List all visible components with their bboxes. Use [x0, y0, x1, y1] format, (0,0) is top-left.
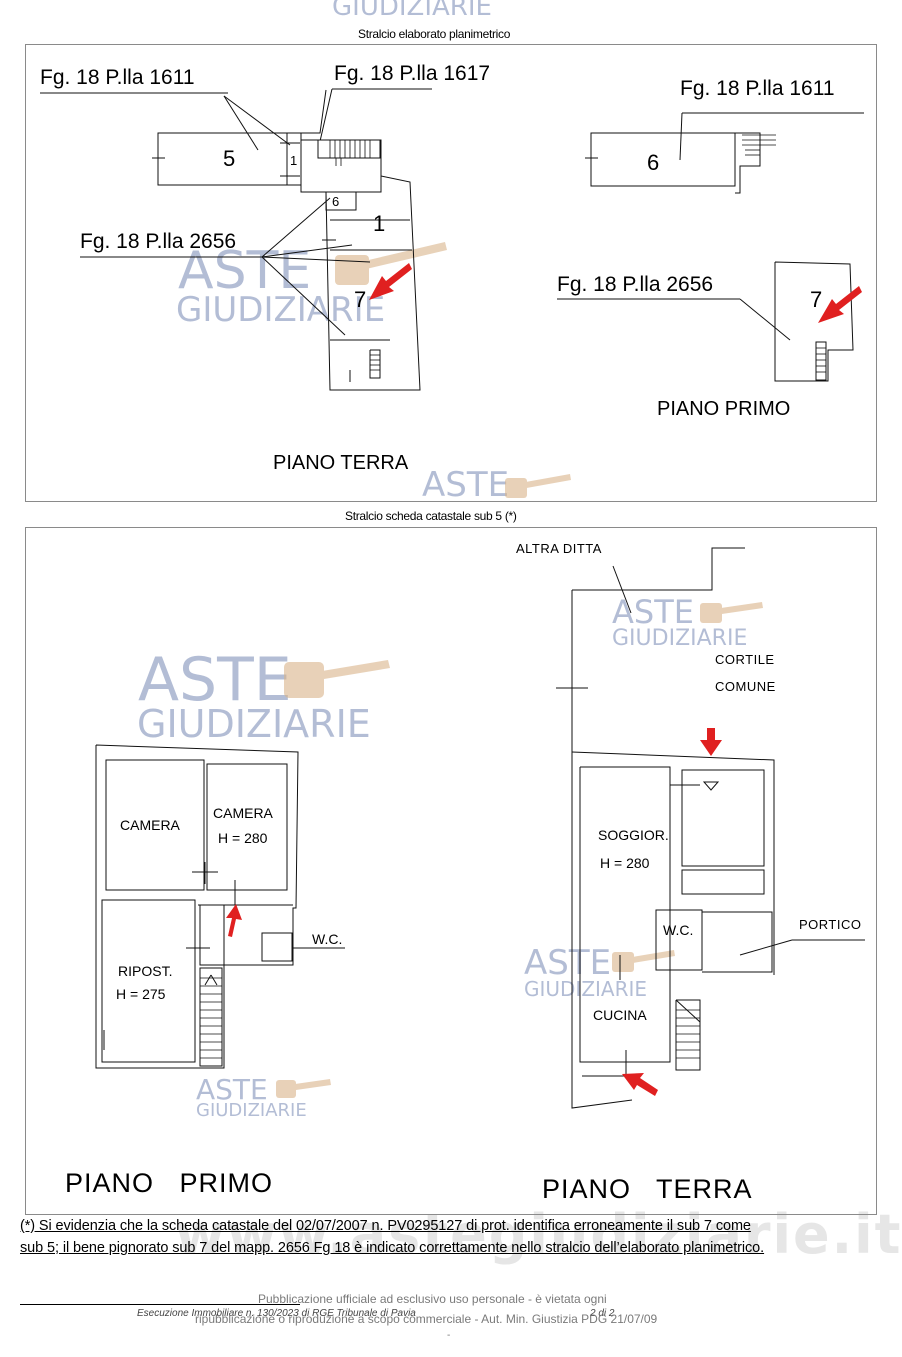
unit-number-1-small: 1 — [290, 153, 298, 168]
bottom-panel — [25, 527, 877, 1215]
watermark-sub-1: GIUDIZIARIE — [176, 290, 386, 330]
footer-doc-ref: Esecuzione Immobiliare n. 130/2023 di RG… — [137, 1308, 416, 1319]
unit-number-7-right: 7 — [810, 287, 823, 312]
floor-title-ground: PIANO TERRA — [542, 1174, 753, 1204]
footer-line-1: Pubblicazione ufficiale ad esclusivo uso… — [258, 1292, 607, 1306]
parcel-label-1611-left: Fg. 18 P.lla 1611 — [40, 66, 195, 89]
floor-title-first: PIANO PRIMO — [65, 1168, 274, 1198]
room-label-altra-ditta: ALTRA DITTA — [516, 541, 602, 556]
room-label-wc-ground: W.C. — [663, 922, 694, 938]
room-height-soggior: H = 280 — [600, 855, 650, 871]
footer-rule — [20, 1304, 300, 1305]
watermark-brand-5: ASTE — [524, 943, 612, 983]
watermark-top: GIUDIZIARIE — [332, 0, 492, 22]
parcel-label-1617: Fg. 18 P.lla 1617 — [334, 62, 491, 85]
room-label-cucina: CUCINA — [593, 1007, 647, 1023]
footer-page-number: 2 di 2 — [590, 1308, 615, 1319]
watermark-brand-4: ASTE — [612, 593, 694, 631]
watermark-sub-3: GIUDIZIARIE — [137, 702, 371, 746]
unit-number-6: 6 — [647, 150, 660, 175]
watermark-brand-2: ASTE — [422, 465, 510, 505]
unit-number-1: 1 — [373, 211, 386, 236]
footer-dash: - — [447, 1330, 451, 1341]
room-height-camera-2: H = 280 — [218, 830, 268, 846]
footer-line-2: ripubblicazione o riproduzione a scopo c… — [195, 1312, 658, 1326]
note-line-2: sub 5; il bene pignorato sub 7 del mapp.… — [20, 1240, 765, 1256]
entrance-arrow-icon — [226, 728, 722, 1096]
watermark-sub-5: GIUDIZIARIE — [524, 977, 648, 1001]
unit-number-5: 5 — [223, 146, 236, 171]
note-line-1: (*) Si evidenzia che la scheda catastale… — [20, 1218, 751, 1234]
top-panel — [25, 44, 877, 502]
top-caption: Stralcio elaborato planimetrico — [358, 27, 511, 41]
room-label-camera-2: CAMERA — [213, 805, 273, 821]
unit-number-6-small: 6 — [332, 194, 340, 209]
room-label-wc-first: W.C. — [312, 931, 343, 947]
room-label-portico: PORTICO — [799, 917, 862, 932]
floor-label-first-top: PIANO PRIMO — [657, 398, 791, 420]
room-height-ripost: H = 275 — [116, 986, 166, 1002]
watermark-sub-4: GIUDIZIARIE — [612, 626, 748, 651]
room-label-ripost: RIPOST. — [118, 963, 173, 979]
entrance-arrow-icon — [369, 263, 862, 323]
room-label-camera-1: CAMERA — [120, 817, 180, 833]
parcel-label-1611-right: Fg. 18 P.lla 1611 — [680, 77, 835, 100]
floor-label-ground-top: PIANO TERRA — [273, 452, 409, 474]
parcel-label-2656-right: Fg. 18 P.lla 2656 — [557, 273, 714, 296]
room-label-cortile: CORTILE — [715, 652, 775, 667]
watermark-site: www.astegiudiziarie.it — [175, 1203, 902, 1266]
parcel-label-2656-left: Fg. 18 P.lla 2656 — [80, 230, 237, 253]
room-label-comune: COMUNE — [715, 679, 776, 694]
room-label-soggior: SOGGIOR. — [598, 827, 669, 843]
unit-number-7-left: 7 — [354, 287, 367, 312]
top-floorplan-drawing — [0, 0, 902, 520]
bottom-caption: Stralcio scheda catastale sub 5 (*) — [345, 509, 517, 523]
watermark-brand-3: ASTE — [138, 645, 292, 715]
watermark-sub-6: GIUDIZIARIE — [196, 1100, 307, 1121]
watermark-brand-6: ASTE — [196, 1073, 268, 1106]
